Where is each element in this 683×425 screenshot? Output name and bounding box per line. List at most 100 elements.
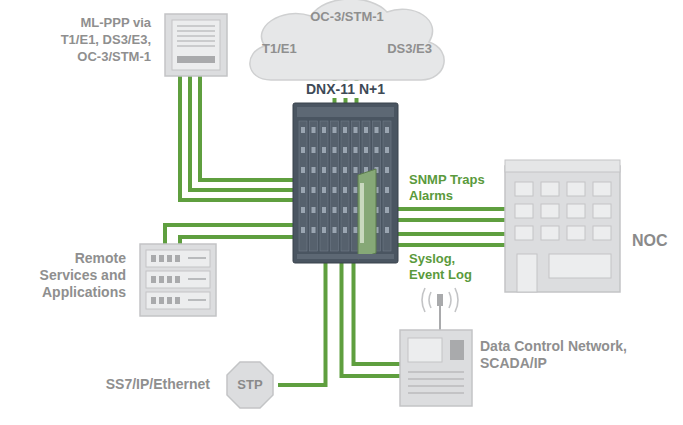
noc-window — [541, 226, 559, 240]
connector-line — [398, 218, 505, 222]
slot-led — [333, 207, 337, 213]
server-port — [159, 297, 164, 304]
noc-roof — [505, 160, 620, 172]
slot-led — [375, 127, 379, 133]
server-port — [159, 276, 164, 283]
slot-led — [301, 127, 305, 133]
server-vent — [188, 257, 206, 259]
slot-led — [322, 207, 326, 213]
scada-terminal: Data Control Network, SCADA/IP — [400, 288, 472, 406]
noc-window — [515, 204, 533, 218]
node-label: DNX-11 N+1 — [302, 81, 389, 98]
slot-led — [322, 187, 326, 193]
node-sublabel: DS3/E3 — [387, 40, 432, 57]
connector-line — [354, 263, 401, 364]
mlppp-rack: ML-PPP via T1/E1, DS3/E3, OC-3/STM-1 — [165, 14, 227, 76]
server-module — [146, 292, 210, 309]
card-slot — [310, 121, 318, 251]
server-port — [167, 255, 172, 262]
server-port — [167, 276, 172, 283]
noc-window — [593, 204, 611, 218]
rack-panel — [172, 20, 220, 70]
dnx-chassis: DNX-11 N+1 — [293, 103, 398, 263]
node-label: ML-PPP via T1/E1, DS3/E3, OC-3/STM-1 — [39, 14, 151, 65]
slot-led — [385, 147, 389, 153]
noc-building: NOC — [505, 160, 620, 292]
slot-led — [301, 167, 305, 173]
noc-building-art — [505, 160, 620, 292]
slot-led — [301, 187, 305, 193]
connector-line — [398, 243, 505, 247]
connector-line — [190, 76, 293, 190]
slot-led — [385, 227, 389, 233]
slot-led — [301, 147, 305, 153]
noc-window — [515, 182, 533, 196]
connector — [342, 263, 401, 376]
slot-led — [312, 207, 316, 213]
chassis-body — [293, 103, 398, 263]
connector-line — [278, 263, 326, 385]
rack-vent — [177, 41, 215, 42]
scada-terminal-art — [400, 288, 472, 406]
node-label: Data Control Network, SCADA/IP — [480, 338, 652, 372]
slot-led — [322, 167, 326, 173]
slot-led — [333, 227, 337, 233]
remote-server-art — [140, 244, 216, 316]
noc-window — [593, 182, 611, 196]
rtu-panel — [450, 340, 464, 360]
slot-led — [343, 227, 347, 233]
slot-led — [343, 127, 347, 133]
connector-line — [398, 207, 505, 211]
rtu-screen — [408, 338, 442, 362]
slot-led — [375, 147, 379, 153]
server-port — [175, 297, 180, 304]
node-label: NOC — [632, 232, 668, 249]
server-port — [175, 255, 180, 262]
noc-window — [567, 182, 585, 196]
slot-led — [312, 127, 316, 133]
card-slot — [341, 121, 349, 251]
slot-led — [354, 187, 358, 193]
remote-server: Remote Services and Applications — [140, 244, 216, 316]
edge-label: Syslog, Event Log — [409, 251, 489, 283]
server-port — [151, 276, 156, 283]
noc-window — [567, 226, 585, 240]
slot-led — [364, 147, 368, 153]
antenna-head — [437, 294, 443, 306]
rtu-vent — [408, 392, 464, 393]
slot-led — [322, 227, 326, 233]
slot-led — [333, 187, 337, 193]
node-label: OC-3/STM-1 — [236, 8, 458, 25]
slot-led — [333, 127, 337, 133]
server-module — [146, 271, 210, 288]
slot-led — [343, 187, 347, 193]
server-port — [151, 297, 156, 304]
noc-window — [541, 182, 559, 196]
mlppp-rack-art — [165, 14, 227, 76]
slot-led — [354, 207, 358, 213]
connector-line — [342, 263, 401, 376]
card-slot — [331, 121, 339, 251]
slot-led — [343, 167, 347, 173]
noc-window — [541, 204, 559, 218]
rtu-vent — [408, 385, 464, 386]
noc-window — [567, 204, 585, 218]
noc-panel — [549, 254, 611, 278]
slot-led — [354, 227, 358, 233]
node-label: STP — [222, 376, 278, 393]
card-slot — [320, 121, 328, 251]
connector-line — [165, 225, 293, 244]
node-sublabel: T1/E1 — [262, 40, 297, 57]
server-module — [146, 250, 210, 267]
rack-slot — [177, 56, 215, 63]
card-slot — [383, 121, 391, 251]
noc-window — [593, 226, 611, 240]
connector-line — [398, 232, 505, 236]
radio-waves — [422, 288, 458, 312]
chassis-bottom-rail — [297, 254, 394, 259]
rtu-vent — [408, 378, 464, 379]
connector — [278, 263, 326, 385]
server-vent — [188, 278, 206, 280]
line-card-edge — [360, 183, 364, 243]
